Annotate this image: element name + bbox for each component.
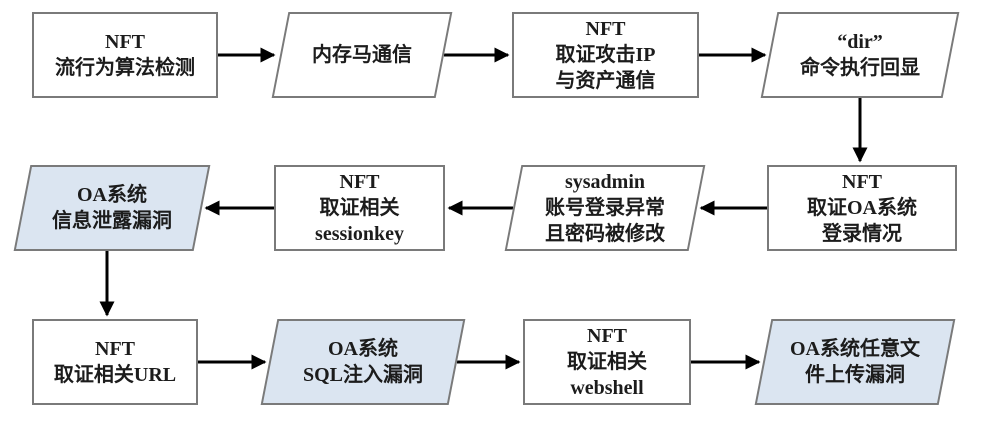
node-label: OA系统	[328, 338, 398, 360]
node-label: sysadmin	[564, 171, 646, 193]
node-label: SQL注入漏洞	[302, 364, 424, 386]
node-label: OA系统	[77, 184, 147, 206]
node-label: 登录情况	[822, 223, 902, 245]
node-label: 取证相关	[567, 351, 647, 373]
node-label: “dir”	[837, 31, 883, 53]
node-label: NFT	[587, 325, 627, 347]
node-label: NFT	[105, 31, 145, 53]
node-label: 取证相关URL	[53, 364, 177, 386]
node-oa-info-leak-vuln: OA系统 信息泄露漏洞	[13, 165, 211, 251]
node-sysadmin-login-anomaly: sysadmin 账号登录异常 且密码被修改	[504, 165, 706, 251]
node-label: OA系统任意文	[790, 338, 920, 360]
node-nft-flow-behavior-detection: NFT 流行为算法检测	[32, 12, 218, 98]
node-label: 取证攻击IP	[555, 44, 656, 66]
node-label: NFT	[585, 18, 626, 40]
node-label: NFT	[95, 338, 135, 360]
node-label: 与资产通信	[555, 70, 656, 92]
node-label: 信息泄露漏洞	[52, 210, 172, 232]
node-memory-shell-communication: 内存马通信	[271, 12, 453, 98]
node-label: 且密码被修改	[545, 223, 665, 245]
node-nft-forensic-url: NFT 取证相关URL	[32, 319, 198, 405]
node-label: 取证相关	[319, 197, 400, 219]
node-label: 命令执行回显	[800, 57, 920, 79]
node-label: 取证OA系统	[807, 197, 917, 219]
node-label: 内存马通信	[312, 44, 412, 66]
node-dir-command-echo: “dir” 命令执行回显	[760, 12, 960, 98]
node-nft-forensic-attack-ip: NFT 取证攻击IP 与资产通信	[512, 12, 699, 98]
node-label: NFT	[339, 171, 380, 193]
node-oa-sql-injection-vuln: OA系统 SQL注入漏洞	[260, 319, 466, 405]
node-label: 账号登录异常	[545, 197, 665, 219]
node-oa-file-upload-vuln: OA系统任意文 件上传漏洞	[754, 319, 956, 405]
node-label: 流行为算法检测	[55, 57, 195, 79]
node-nft-forensic-webshell: NFT 取证相关 webshell	[523, 319, 691, 405]
node-label: NFT	[842, 171, 882, 193]
node-label: 件上传漏洞	[805, 364, 905, 386]
node-label: webshell	[570, 377, 644, 399]
node-nft-forensic-sessionkey: NFT 取证相关 sessionkey	[274, 165, 445, 251]
node-nft-forensic-oa-login: NFT 取证OA系统 登录情况	[767, 165, 957, 251]
node-label: sessionkey	[315, 223, 404, 245]
